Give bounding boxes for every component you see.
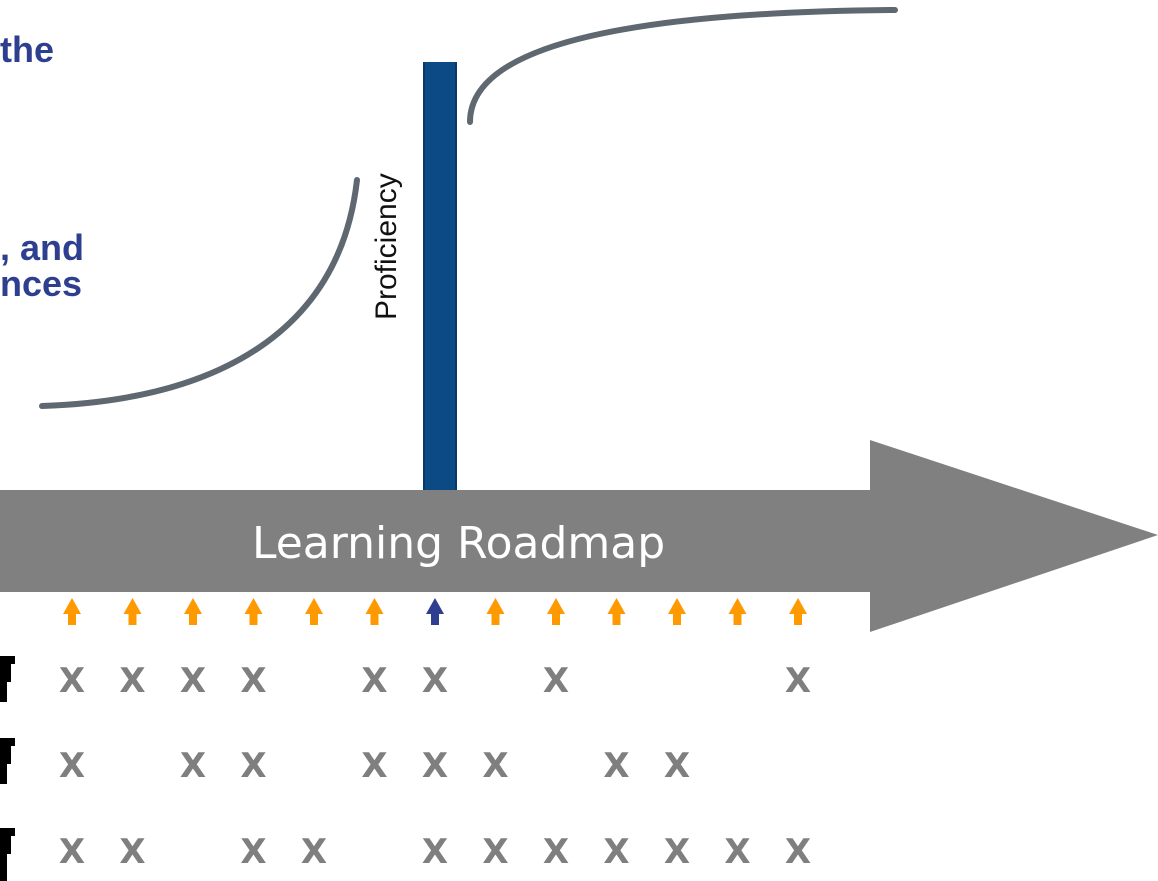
x-mark: X: [179, 746, 207, 786]
x-mark: X: [724, 832, 751, 872]
person-icon: [0, 656, 15, 702]
roadmap-arrow-shape: [0, 440, 1158, 632]
x-mark: X: [240, 661, 267, 701]
roadmap-label: Learning Roadmap: [252, 518, 666, 569]
marker-arrow-icon: [668, 598, 686, 625]
x-mark: X: [421, 832, 449, 872]
x-mark: X: [784, 832, 812, 872]
person-icon: [0, 828, 15, 881]
x-mark: X: [240, 832, 267, 872]
upper-curve: [467, 7, 898, 125]
marker-arrow-icon: [607, 598, 626, 625]
person-icon: [0, 738, 15, 784]
marker-arrow-icon: [365, 598, 384, 625]
x-mark: X: [58, 832, 86, 872]
x-mark: X: [179, 661, 207, 701]
x-mark: X: [421, 661, 449, 701]
marker-arrow-icon: [63, 598, 81, 625]
x-mark: X: [663, 832, 691, 872]
marker-arrow-icon: [789, 598, 807, 625]
x-mark: X: [119, 832, 146, 872]
x-mark: X: [361, 661, 388, 701]
lower-curve: [39, 177, 360, 409]
x-mark: X: [663, 746, 691, 786]
x-mark: X: [361, 746, 388, 786]
x-mark: X: [421, 746, 449, 786]
proficiency-bar: [423, 62, 457, 492]
marker-arrow-icon: [547, 598, 565, 625]
marker-arrow-icon: [305, 598, 323, 625]
x-mark: X: [603, 746, 630, 786]
x-mark: X: [542, 832, 570, 872]
x-mark: X: [542, 661, 570, 701]
marker-arrow-icon: [728, 598, 747, 625]
x-mark: X: [300, 832, 328, 872]
marker-arrow-icon: [486, 598, 505, 625]
text-fragment-and: , and: [0, 227, 85, 268]
x-mark: X: [240, 746, 267, 786]
marker-arrow-icon: [244, 598, 263, 625]
x-mark: X: [482, 746, 509, 786]
text-fragment-the: the: [0, 29, 54, 70]
x-mark: X: [58, 746, 86, 786]
x-mark: X: [58, 661, 86, 701]
marker-arrow-icon: [123, 598, 142, 625]
marker-arrow-icon: [184, 598, 202, 625]
x-mark: X: [119, 661, 146, 701]
x-mark: X: [784, 661, 812, 701]
x-mark: X: [482, 832, 509, 872]
marker-arrow-icon: [426, 598, 444, 625]
text-fragment-nces: nces: [0, 263, 83, 304]
x-mark: X: [603, 832, 630, 872]
